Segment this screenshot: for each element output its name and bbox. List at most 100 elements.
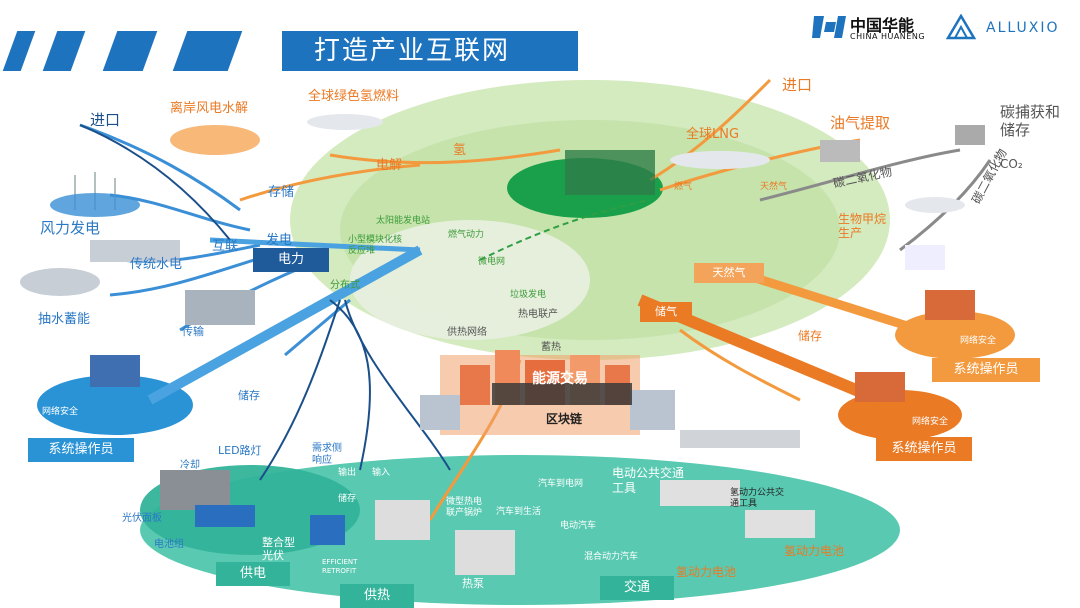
flare-label: 燃气 [674, 182, 693, 192]
v2g-label: 汽车到电网 [538, 479, 584, 489]
page-title: 打造产业互联网 [314, 36, 511, 66]
house-left [375, 500, 430, 540]
co2-tanker [905, 197, 965, 213]
left-operator-screen [90, 355, 140, 387]
alluxio-logo-icon [946, 14, 976, 40]
supply-heat-box: 供热 [340, 584, 414, 608]
co2-label: CO₂ [1000, 157, 1023, 171]
transport-box: 交通 [600, 576, 674, 600]
battery-pack [310, 515, 345, 545]
left-operator-box: 系统操作员 [28, 438, 134, 462]
demand-label: 需求侧响应 [312, 443, 342, 466]
huaneng-logo-icon [812, 16, 846, 38]
ev-label: 电动汽车 [560, 521, 597, 531]
right-cyber-label-top: 网络安全 [960, 336, 997, 346]
green-dashed-line [479, 199, 651, 261]
power-gen-label: 发电 [266, 233, 293, 248]
hydrogen-tanker [307, 114, 383, 130]
natural-gas-box: 天然气 [694, 263, 764, 283]
huaneng-logo-en: CHINA HUANENG [850, 32, 926, 41]
right-storage-label: 储存 [798, 329, 823, 343]
gas-box: 储气 [640, 302, 692, 322]
right-operator-box-top: 系统操作员 [932, 358, 1040, 382]
storage-small-label: 储存 [238, 389, 260, 402]
solar-plant-label: 太阳能发电站 [376, 216, 431, 226]
carbon-capture-platform [955, 125, 985, 145]
supply-power-box: 供电 [216, 562, 290, 586]
v2h-label: 汽车到生活 [496, 507, 542, 517]
interconnect-label: 互联 [212, 239, 239, 254]
electric-bus [660, 480, 740, 506]
h2-battery-label-2: 氢动力电池 [676, 565, 737, 579]
lng-label: 全球LNG [686, 127, 740, 142]
lng-tanker [670, 151, 770, 169]
alluxio-logo-text: ALLUXIO [986, 20, 1060, 36]
hydrogen-truck [745, 510, 815, 538]
wind-base [50, 193, 140, 217]
wind-label: 风力发电 [40, 219, 101, 237]
navy-lines [79, 124, 451, 481]
oil-platform [820, 140, 860, 162]
right-operator-platform-mid [838, 390, 962, 440]
energy-trading-label: 能源交易 [532, 371, 588, 387]
microgrid-label: 微电网 [478, 257, 506, 267]
battery-label: 电池组 [154, 539, 184, 550]
offshore-label: 离岸风电水解 [170, 101, 249, 116]
efficient-retrofit-label: EFFICIENT RETROFIT [322, 558, 358, 575]
hydro-label: 传统水电 [130, 257, 183, 272]
ng-small-label: 天然气 [760, 182, 788, 192]
right-operator-screen-top [925, 290, 975, 320]
power-box: 电力 [253, 248, 329, 272]
huaneng-logo-cn: 中国华能 [850, 16, 915, 35]
integrated-pv-label: 整合型光伏 [262, 536, 295, 562]
blockchain-label: 区块链 [546, 412, 583, 426]
e-bus-label: 电动公共交通工具 [612, 466, 685, 495]
gas-power-label: 燃气动力 [448, 230, 485, 240]
led-label: LED路灯 [218, 444, 262, 457]
hydrogen-label: 氢 [453, 143, 467, 158]
left-import-label: 进口 [90, 111, 121, 129]
left-operator-platform [37, 375, 193, 435]
heat-storage-label: 蓄热 [541, 342, 561, 353]
hydro-dam [90, 240, 180, 262]
chp-label: 热电联产 [518, 309, 558, 320]
transmission-grid [185, 290, 255, 325]
cooling-label: 冷却 [180, 460, 200, 471]
transmission-label: 传输 [182, 325, 204, 338]
pv-array [195, 505, 255, 527]
train [680, 430, 800, 448]
energy-trading-banner [492, 383, 632, 405]
hydrogen-fuel-label: 全球绿色氢燃料 [308, 89, 400, 104]
left-cyber-label: 网络安全 [42, 407, 79, 417]
waste-power-label: 垃圾发电 [510, 290, 547, 300]
h2-bus-label: 氢动力公共交通工具 [730, 488, 785, 509]
center-control-screen [565, 150, 655, 195]
biomethane-label: 生物甲烷生产 [838, 212, 887, 240]
title-bar [282, 31, 578, 71]
store-label: 储存 [338, 494, 357, 504]
carbon-capture-label: 碳捕获和储存 [1000, 103, 1061, 139]
in-label: 输入 [372, 468, 391, 478]
micro-chp-label: 微型热电联产锅炉 [446, 497, 483, 518]
house-heat-pump [455, 530, 515, 575]
out-label: 输出 [338, 468, 357, 478]
oil-gas-label: 油气提取 [830, 114, 891, 132]
right-operator-platform-top [895, 311, 1015, 359]
pv-label: 光伏面板 [122, 513, 162, 524]
gas-plant [905, 245, 945, 270]
pumped-storage [20, 268, 100, 296]
smr-label: 小型模块化核反应堆 [348, 235, 403, 256]
offshore-platform [170, 125, 260, 155]
factory-building [160, 470, 230, 510]
pumped-label: 抽水蓄能 [38, 312, 91, 327]
storage-top-label: 存储 [268, 185, 295, 200]
right-cyber-label-mid: 网络安全 [912, 417, 949, 427]
distributed-label: 分布式 [330, 280, 360, 291]
right-import-label: 进口 [782, 76, 813, 94]
right-operator-box-mid: 系统操作员 [876, 437, 972, 461]
heat-pump-label: 热泵 [462, 577, 484, 590]
heat-network-label: 供热网络 [447, 327, 487, 338]
h2-battery-label: 氢动力电池 [784, 544, 845, 558]
electrolysis-label: 电解 [376, 158, 403, 173]
